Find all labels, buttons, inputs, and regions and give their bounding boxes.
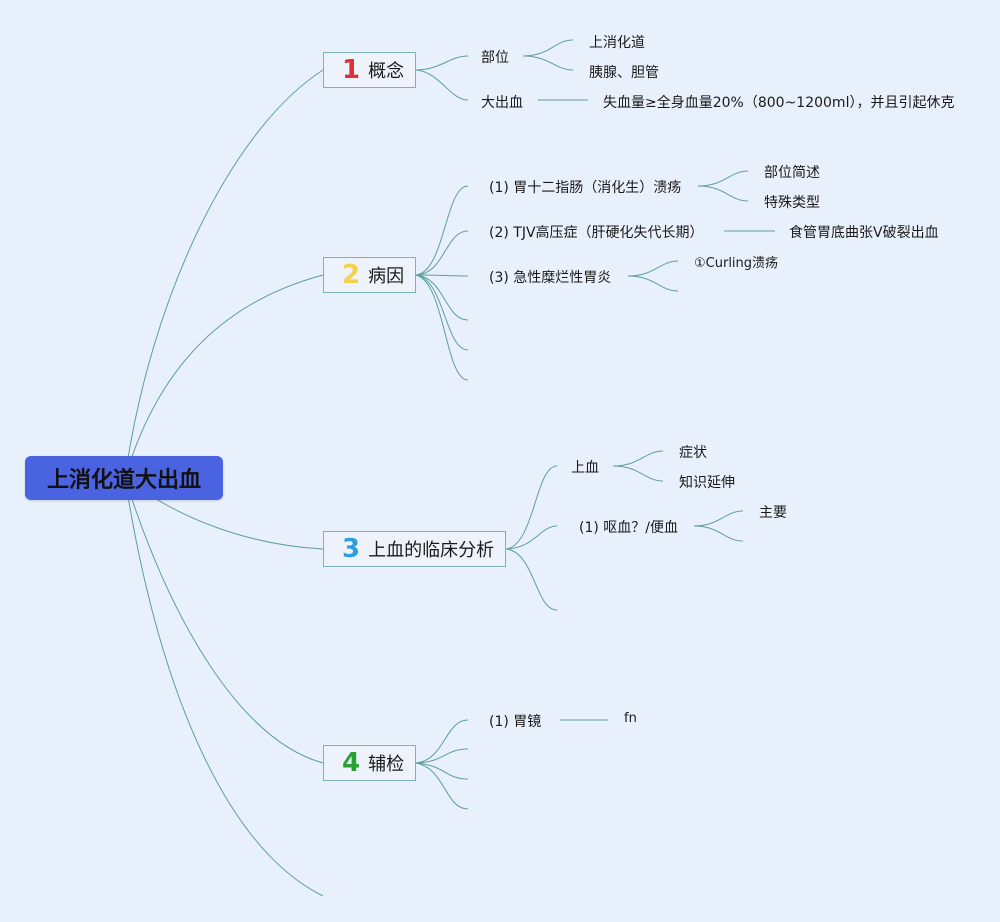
- node-gastroscopy[interactable]: (1) 胃镜: [489, 714, 542, 730]
- number-2-icon: 2: [342, 260, 361, 290]
- node-special-types[interactable]: 特殊类型: [764, 195, 820, 211]
- connector: [415, 748, 469, 764]
- node-main[interactable]: 主要: [759, 505, 787, 521]
- connector: [627, 260, 679, 277]
- node-pancreas-bile[interactable]: 胰腺、胆管: [589, 65, 659, 81]
- connector: [697, 185, 749, 202]
- node-erosive-gastritis[interactable]: (3) 急性糜烂性胃炎: [489, 270, 612, 286]
- node-blood-loss-definition[interactable]: 失血量≥全身血量20%（800~1200ml），并且引起休克: [603, 95, 955, 111]
- connector: [627, 275, 679, 292]
- connector: [693, 510, 744, 527]
- connector: [415, 55, 469, 71]
- connector: [505, 548, 558, 611]
- node-massive-bleeding[interactable]: 大出血: [481, 95, 523, 111]
- connector: [124, 477, 324, 764]
- root-node[interactable]: 上消化道大出血: [25, 456, 223, 500]
- node-hematemesis-melena[interactable]: (1) 呕血？/便血: [579, 520, 678, 536]
- number-3-icon: 3: [342, 534, 361, 564]
- connector: [693, 525, 744, 542]
- node-upper-gi[interactable]: 上消化道: [589, 35, 645, 51]
- node-site-brief[interactable]: 部位简述: [764, 165, 820, 181]
- connector: [415, 719, 469, 764]
- connector: [415, 762, 469, 810]
- connector: [415, 185, 469, 276]
- connector: [612, 450, 664, 467]
- root-label: 上消化道大出血: [46, 468, 201, 493]
- connector: [415, 274, 469, 351]
- connector: [522, 55, 574, 71]
- connector: [697, 170, 749, 187]
- connector: [415, 274, 469, 381]
- topic-label: 上血的临床分析: [368, 540, 495, 561]
- topic-label: 概念: [368, 61, 405, 82]
- connector: [415, 762, 469, 780]
- connector: [505, 525, 558, 550]
- connector: [415, 274, 469, 321]
- number-4-icon: 4: [342, 748, 361, 778]
- node-upper-bleeding[interactable]: 上血: [571, 460, 599, 476]
- connector: [415, 274, 469, 277]
- node-site[interactable]: 部位: [481, 50, 509, 66]
- topic-label: 病因: [368, 266, 405, 287]
- node-peptic-ulcer[interactable]: (1) 胃十二指肠（消化生）溃疡: [489, 180, 682, 196]
- connector: [415, 69, 469, 101]
- node-fn[interactable]: fn: [624, 711, 637, 726]
- topic-concept[interactable]: 1 概念: [323, 52, 416, 88]
- topic-causes[interactable]: 2 病因: [323, 257, 416, 293]
- connector: [124, 477, 324, 897]
- topic-label: 辅检: [368, 754, 405, 775]
- connector: [612, 465, 664, 482]
- connector: [522, 39, 574, 57]
- connector: [124, 274, 324, 479]
- node-symptoms[interactable]: 症状: [679, 445, 707, 461]
- node-portal-hypertension[interactable]: (2) TJV高压症（肝硬化失代长期）: [489, 225, 704, 241]
- connector: [124, 69, 324, 479]
- number-1-icon: 1: [342, 55, 361, 85]
- connector: [415, 230, 469, 276]
- topic-auxiliary-exam[interactable]: 4 辅检: [323, 745, 416, 781]
- topic-clinical-analysis[interactable]: 3 上血的临床分析: [323, 531, 506, 567]
- node-varices-rupture[interactable]: 食管胃底曲张V破裂出血: [789, 225, 939, 241]
- connector: [505, 465, 558, 550]
- node-curling-ulcer[interactable]: ①Curling溃疡: [694, 256, 779, 271]
- node-knowledge-extension[interactable]: 知识延伸: [679, 475, 735, 491]
